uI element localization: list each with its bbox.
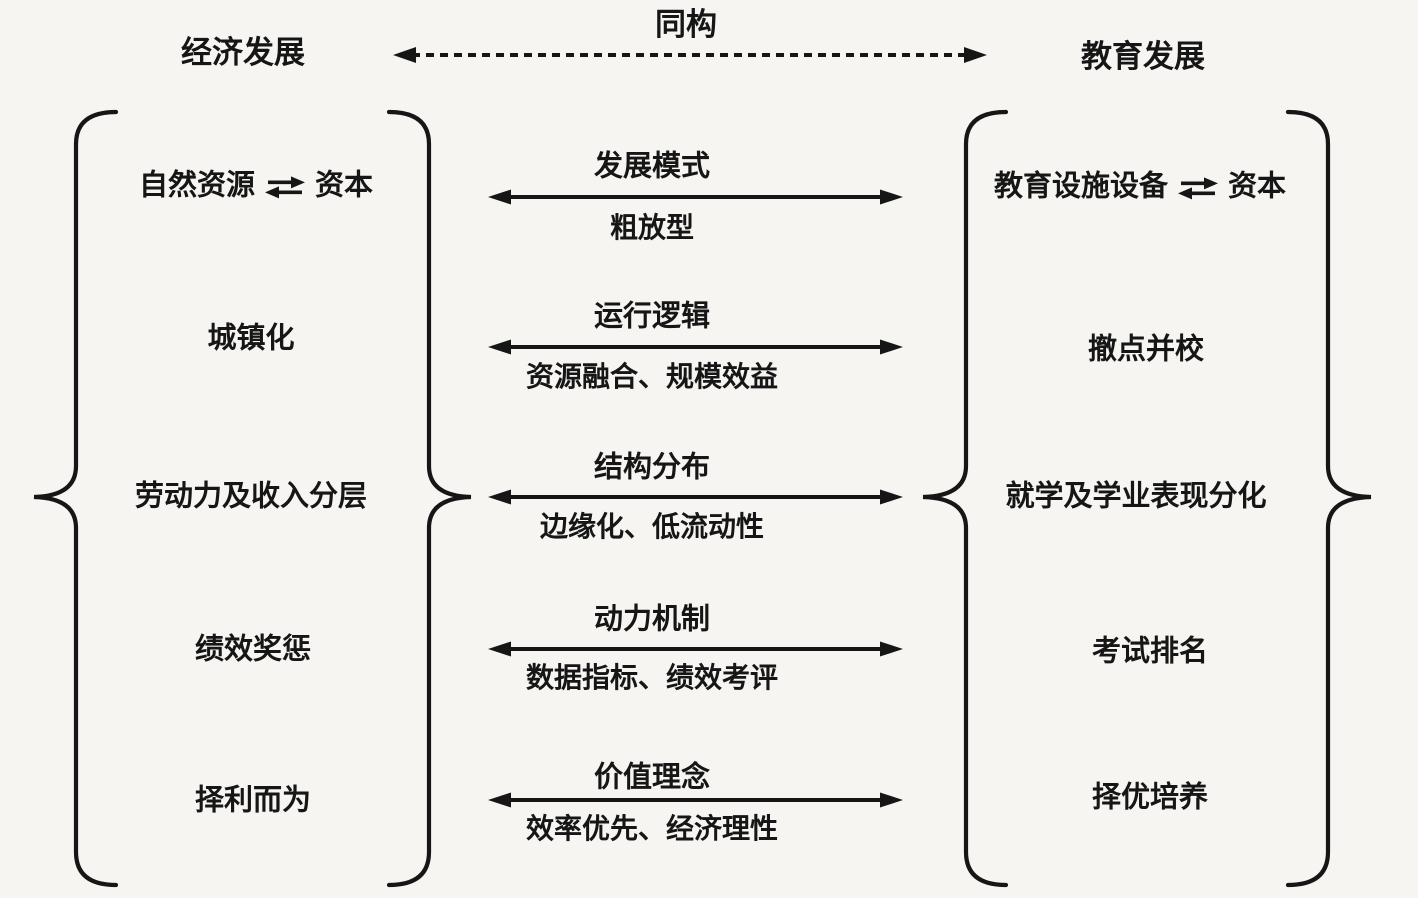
center-row-subtitle-marginalization: 边缘化、低流动性 [539,510,765,542]
center-row-subtitle-extensive: 粗放型 [609,211,695,243]
exchange-arrows-icon [1178,177,1218,200]
left-item-profit-seeking: 择利而为 [194,784,312,817]
left-item-performance-rewards: 绩效奖惩 [194,633,312,666]
exchange-right-label: 资本 [1228,170,1287,203]
isomorphism-label: 同构 [655,7,717,43]
economic-development-header: 经济发展 [181,35,305,71]
center-row-subtitle-efficiency-first: 效率优先、经济理性 [525,812,779,844]
left-column-open-brace [33,109,119,888]
center-row-title-operating-logic: 运行逻辑 [593,300,711,333]
center-row-title-development-model: 发展模式 [593,150,711,183]
right-item-school-consolidation: 撤点并校 [1087,333,1205,366]
exchange-left-label: 自然资源 [138,169,255,202]
center-row-subtitle-resource-integration: 资源融合、规模效益 [525,360,779,392]
double-headed-arrow-row-2 [488,339,903,355]
center-row-title-structural-distribution: 结构分布 [593,451,711,484]
center-row-title-value-concept: 价值理念 [593,761,711,794]
double-headed-arrow-row-3 [488,489,903,505]
left-column-close-brace [386,109,472,888]
double-headed-arrow-row-4 [488,641,903,657]
exchange-right-label: 资本 [315,169,374,202]
double-headed-arrow-row-1 [488,189,903,205]
right-item-selective-cultivation: 择优培养 [1091,781,1209,814]
right-column-open-brace [922,109,1009,888]
right-item-exam-ranking: 考试排名 [1091,635,1209,668]
center-row-title-motivation-mechanism: 动力机制 [593,603,711,636]
left-item-natural-resources-capital: 自然资源 资本 [139,169,373,202]
left-item-labor-income-stratification: 劳动力及收入分层 [134,480,368,513]
exchange-left-label: 教育设施设备 [993,170,1168,203]
right-item-education-facilities-capital: 教育设施设备 资本 [994,170,1286,203]
left-item-urbanization: 城镇化 [207,322,295,355]
right-item-schooling-performance-differentiation: 就学及学业表现分化 [1005,480,1267,513]
double-headed-arrow-row-5 [488,792,903,808]
education-development-header: 教育发展 [1081,39,1205,75]
exchange-arrows-icon [265,176,305,199]
dashed-double-headed-arrow [393,47,987,63]
center-row-subtitle-data-indicators: 数据指标、绩效考评 [525,661,779,693]
right-column-close-brace [1285,109,1372,888]
